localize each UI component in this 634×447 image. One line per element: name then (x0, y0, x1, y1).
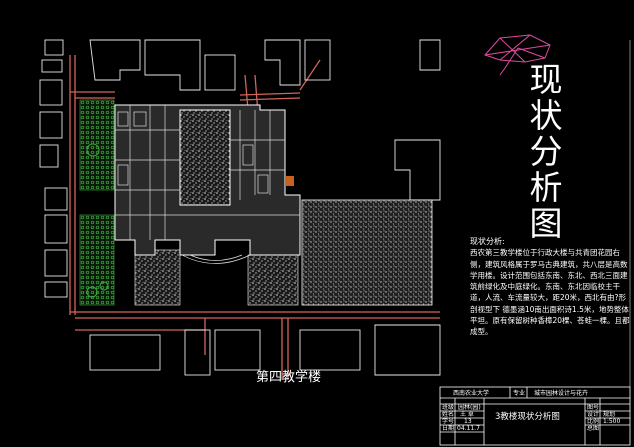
tb-major: 城市园林设计与花卉 (534, 390, 589, 397)
title-block (439, 386, 631, 446)
tb-design-value: 规划 (603, 411, 616, 418)
orange-marker (286, 176, 294, 186)
description-heading: 现状分析: (470, 237, 505, 246)
tb-student-no-value: 13 (464, 418, 472, 425)
teaching-building-4 (114, 104, 301, 256)
tb-name-label: 姓名 (442, 411, 455, 418)
north-arrow-icon (484, 34, 551, 76)
tb-class-value: 园林(园) (458, 404, 481, 411)
surrounding-buildings (39, 39, 441, 376)
tb-name-value: 王 卓 (460, 411, 474, 418)
tb-design-label: 设计 (587, 411, 600, 418)
tb-scale-value: 1:500 (603, 418, 621, 425)
tb-date-label: 日期 (442, 425, 455, 432)
tb-student-no-label: 学号 (442, 418, 455, 425)
building-caption: 第四教学楼 (256, 370, 322, 385)
site-description: 现状分析: 西农第三教学楼位于行政大楼与共青团花园右侧，建筑风格属于罗马古典建筑… (470, 236, 630, 338)
tb-date-value: 04.11.7 (457, 425, 480, 432)
description-body: 西农第三教学楼位于行政大楼与共青团花园右侧，建筑风格属于罗马古典建筑，共八层是高… (470, 248, 630, 337)
drawing-title: 现状分析图 (529, 60, 563, 243)
tb-scale-label: 比例 (587, 418, 600, 425)
building-interior (115, 105, 300, 264)
green-space (79, 99, 115, 306)
tb-drawing-title: 3教楼现状分析图 (495, 412, 560, 422)
tb-class-label: 班级 (442, 404, 455, 411)
roads (69, 55, 440, 380)
tb-school: 西南农业大学 (453, 390, 490, 397)
tb-sheet-label: 总图 (587, 425, 600, 432)
tb-sheet-no-label: 图号 (587, 404, 600, 411)
tb-major-label: 专业 (513, 390, 526, 397)
